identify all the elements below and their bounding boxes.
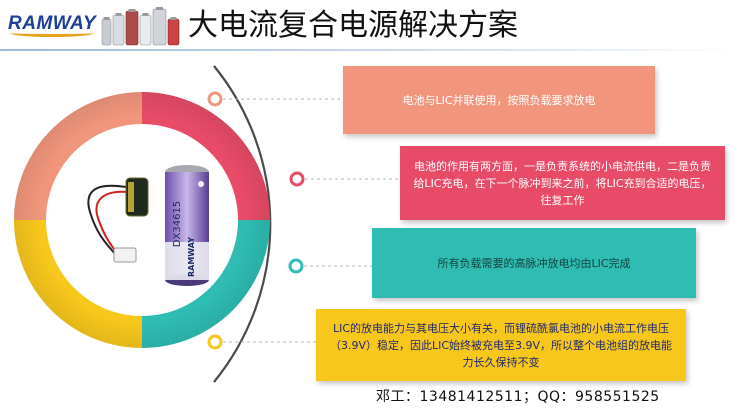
header-divider <box>0 49 740 51</box>
logo-swoosh <box>10 29 94 37</box>
donut-inner <box>46 124 238 316</box>
battery-model-label: DX34615 <box>172 201 183 247</box>
info-box-1-text: 电池与LIC并联使用，按照负载要求放电 <box>402 93 596 107</box>
page-title: 大电流复合电源解决方案 <box>188 8 518 43</box>
battery-brand-label: RAMWAY <box>187 237 196 277</box>
info-box-2-text: 电池的作用有两方面，一是负责系统的小电流供电，二是负责给LIC充电，在下一个脉冲… <box>413 159 712 207</box>
connector-dot-3 <box>288 258 304 274</box>
contact-info: 邓工：13481412511；QQ：958551525 <box>376 389 660 405</box>
info-box-parallel-use: 电池与LIC并联使用，按照负载要求放电 <box>343 66 655 134</box>
connector-dot-4 <box>207 334 223 350</box>
info-box-battery-role: 电池的作用有两方面，一是负责系统的小电流供电，二是负责给LIC充电，在下一个脉冲… <box>400 146 725 220</box>
info-box-pulse-discharge: 所有负载需要的高脉冲放电均由LIC完成 <box>372 228 696 298</box>
ramway-logo: RAMWAY <box>8 12 96 37</box>
info-box-3-text: 所有负载需要的高脉冲放电均由LIC完成 <box>437 256 631 270</box>
info-box-4-text: LIC的放电能力与其电压大小有关，而锂硫酰氯电池的小电流工作电压（3.9V）稳定… <box>329 321 673 369</box>
battery-image: DX34615 RAMWAY <box>87 165 209 286</box>
connector-dot-1 <box>207 91 223 107</box>
battery-lineup-image <box>101 7 180 46</box>
info-box-lic-capacity: LIC的放电能力与其电压大小有关，而锂硫酰氯电池的小电流工作电压（3.9V）稳定… <box>316 309 686 381</box>
connector-dot-2 <box>289 171 305 187</box>
segmented-donut: DX34615 RAMWAY <box>14 92 270 348</box>
